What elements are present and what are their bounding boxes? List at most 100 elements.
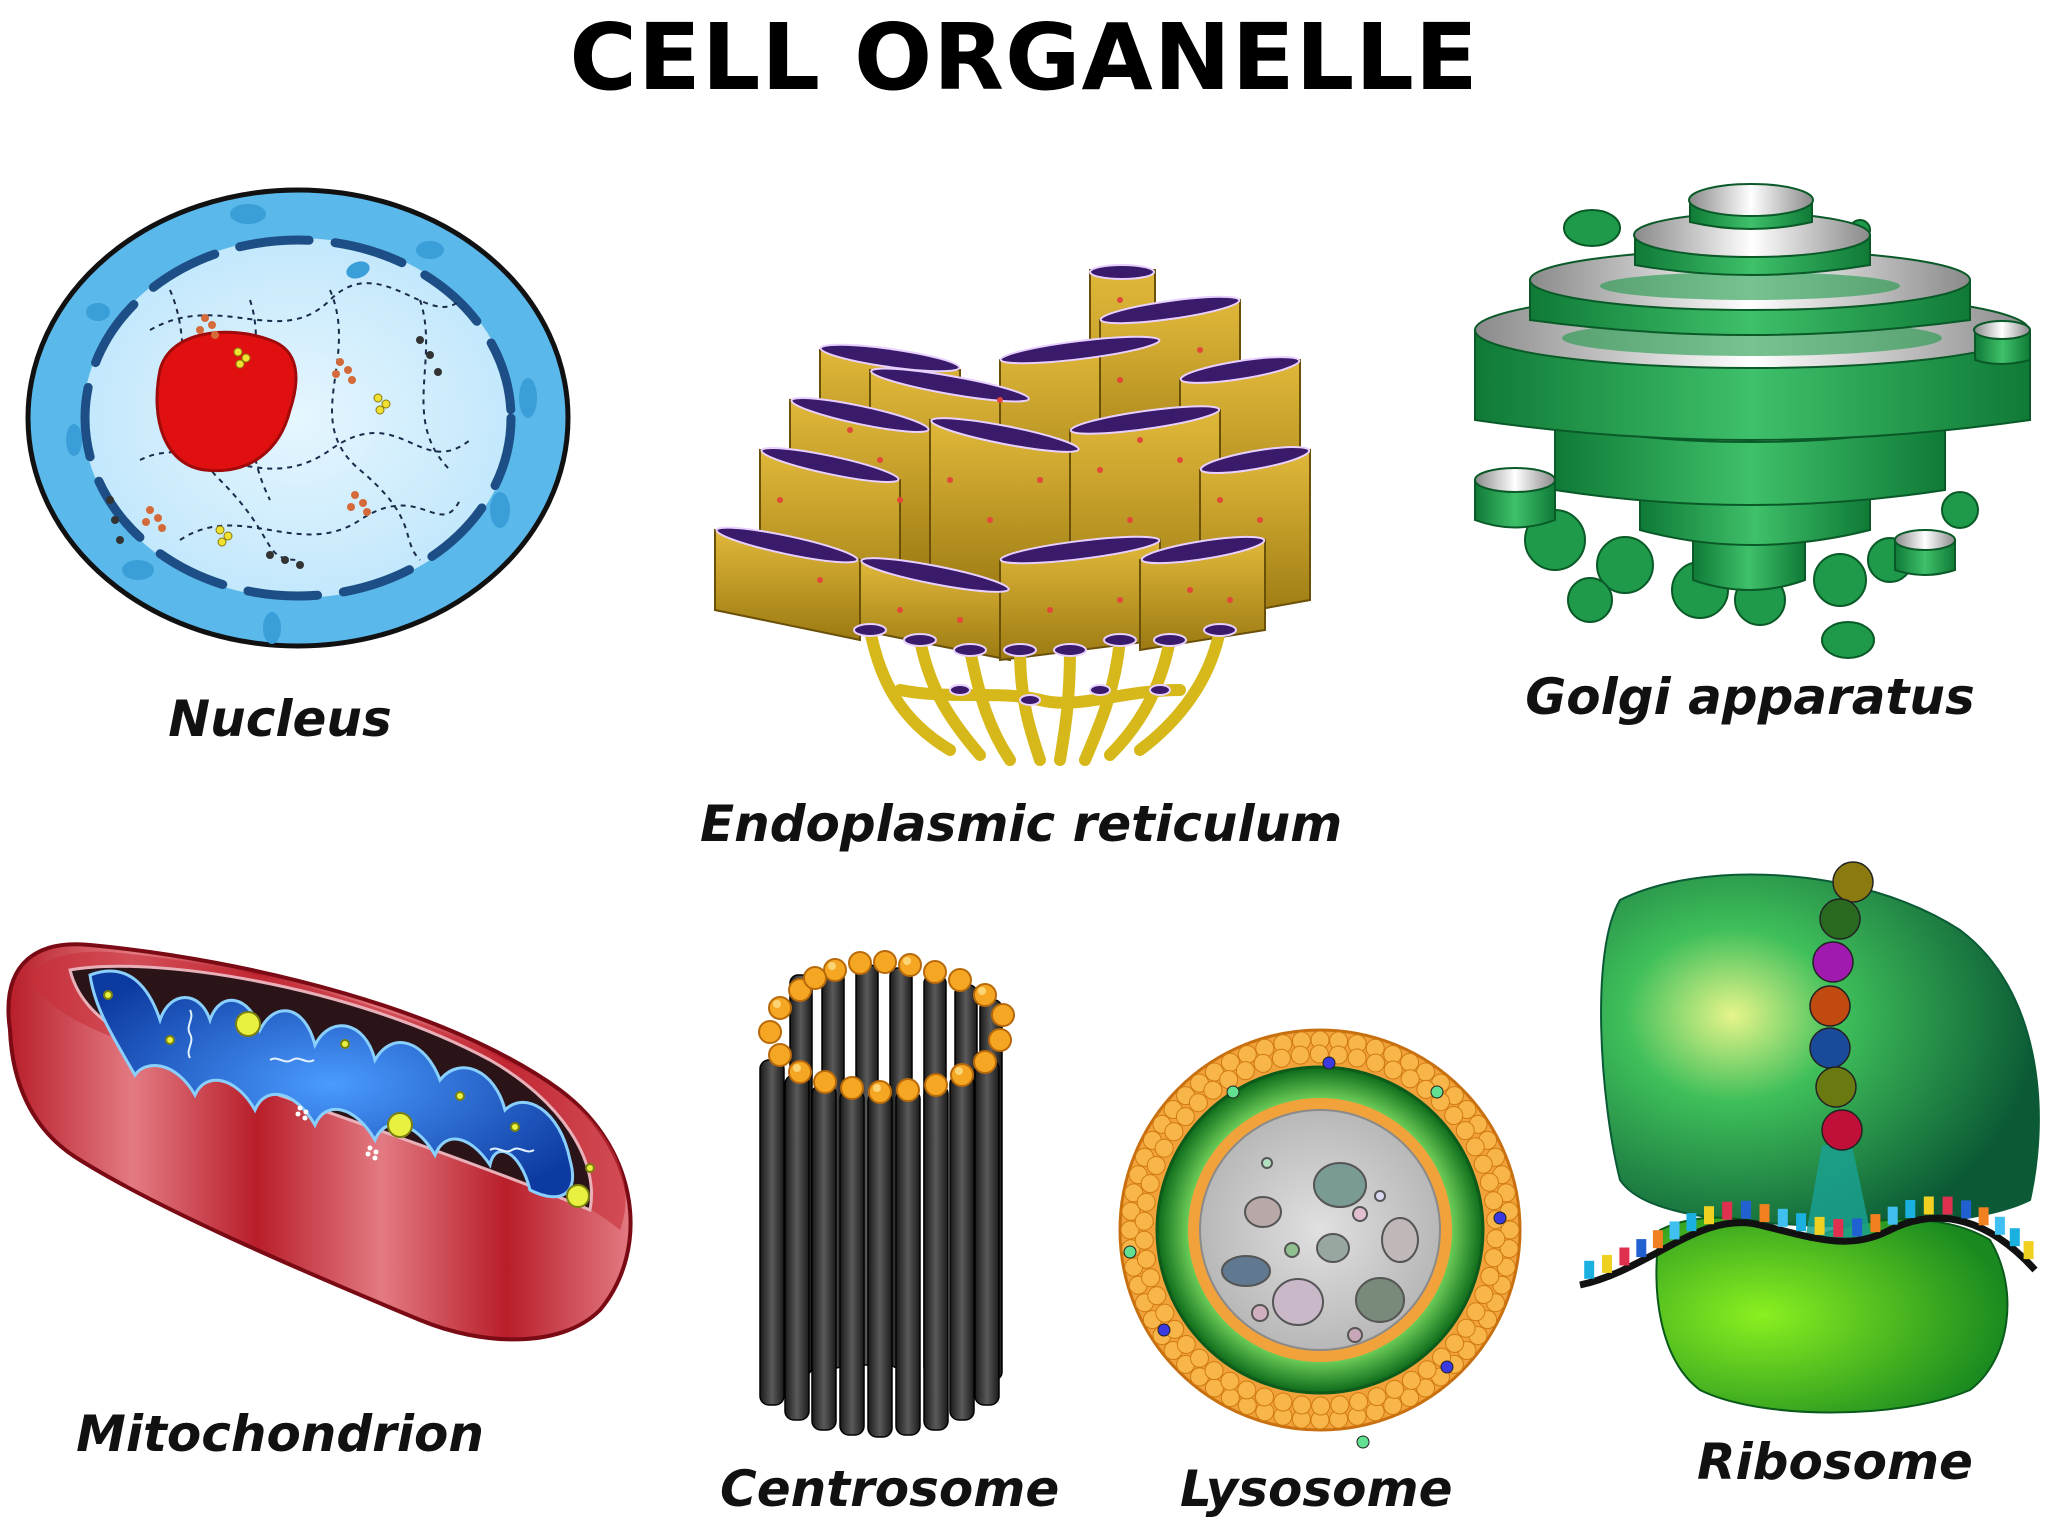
lysosome-bead [1134,1211,1154,1231]
lysosome-bead [1220,1388,1240,1408]
golgi-apparatus-illustration [1474,183,2031,659]
lysosome-bead [1466,1302,1486,1322]
mrna-codon [1652,1230,1663,1249]
lysosome-bead [1273,1392,1293,1412]
mrna-codon [1994,1216,2005,1235]
lysosome-bead [1203,1080,1223,1100]
lysosome-bead [1400,1052,1420,1072]
lysosome-bead [1367,1387,1387,1407]
ribosome-illustration [1579,861,2040,1414]
lysosome-bead [1290,1045,1310,1065]
lysosome-bead [1349,1392,1369,1412]
lysosome-bead [1235,1061,1255,1081]
lysosome-bead [1455,1121,1475,1141]
lysosome-bead [1474,1285,1494,1304]
lysosome-illustration [1118,1028,1522,1449]
lysosome-bead [1417,1360,1437,1380]
lysosome-bead [1456,1318,1476,1338]
lysosome-bead [1255,1387,1274,1407]
mrna-codon [2009,1228,2020,1247]
mrna-codon [1686,1213,1697,1232]
lysosome-bead [1385,1379,1405,1399]
mrna-codon [1978,1207,1989,1226]
lysosome-bead [1500,1220,1520,1240]
lysosome-bead [1330,1395,1350,1415]
mrna-codon [1741,1200,1751,1219]
mrna-codon [1584,1260,1595,1279]
lysosome-bead [1253,1053,1273,1073]
label-golgi-apparatus: Golgi apparatus [1525,668,1975,726]
lysosome-bead [1444,1106,1464,1125]
lysosome-bead [1480,1266,1500,1286]
lysosome-bead [1154,1138,1174,1158]
lysosome-bead [1146,1156,1166,1175]
lysosome-bead [1271,1048,1291,1068]
mrna-codon [1870,1214,1881,1233]
mrna-codon [2023,1241,2034,1260]
mrna-codon [1942,1196,1953,1215]
lysosome-bead [1120,1220,1140,1240]
mrna-codon [1619,1247,1630,1266]
mrna-codon [1905,1200,1916,1218]
lysosome-bead [1486,1229,1506,1249]
lysosome-bead [1176,1335,1196,1354]
mrna-codon [1722,1201,1733,1220]
lysosome-bead [1479,1172,1499,1192]
lysosome-bead [1445,1333,1465,1353]
mrna-codon [1833,1219,1844,1237]
label-centrosome: Centrosome [720,1460,1060,1518]
lysosome-bead [1134,1230,1154,1250]
lysosome-bead [1164,1122,1184,1142]
label-mitochondrion: Mitochondrion [76,1405,484,1463]
lysosome-bead [1237,1045,1257,1064]
lysosome-bead [1147,1286,1167,1306]
mrna-codon [1636,1239,1647,1258]
mrna-codon [1923,1196,1934,1215]
lysosome-bead [1188,1093,1208,1113]
lysosome-bead [1499,1239,1519,1259]
lysosome-bead [1140,1174,1160,1194]
lysosome-bead [1204,1361,1224,1381]
label-ribosome: Ribosome [1697,1433,1973,1491]
label-nucleus: Nucleus [168,690,392,748]
mrna-codon [1759,1204,1770,1223]
centrosome-illustration [758,950,1015,1438]
lysosome-bead [1484,1248,1504,1268]
mrna-codon [1852,1218,1863,1237]
lysosome-bead [1141,1268,1161,1288]
lysosome-bead [1121,1201,1141,1221]
mrna-codon [1814,1216,1825,1235]
mrna-codon [1704,1206,1714,1225]
page-title: CELL ORGANELLE [569,4,1479,111]
label-lysosome: Lysosome [1180,1460,1453,1518]
lysosome-bead [1136,1192,1156,1212]
nucleus-illustration [25,187,571,649]
lysosome-bead [1400,1069,1420,1089]
lysosome-bead [1347,1048,1367,1068]
mitochondrion-illustration [6,942,633,1342]
mrna-codon [1887,1206,1898,1225]
lysosome-bead [1237,1380,1257,1400]
lysosome-bead [1175,1107,1195,1127]
label-endoplasmic-reticulum: Endoplasmic reticulum [700,795,1343,853]
lysosome-bead [1401,1370,1421,1390]
mrna-codon [1602,1254,1612,1273]
lysosome-bead [1473,1154,1493,1174]
lysosome-bead [1292,1395,1312,1415]
mrna-codon [1777,1208,1788,1227]
lysosome-bead [1465,1137,1485,1157]
lysosome-bead [1383,1060,1403,1080]
lysosome-bead [1190,1348,1209,1368]
mrna-codon [1796,1213,1807,1232]
lysosome-bead [1136,1249,1156,1269]
lysosome-bead [1366,1053,1385,1073]
lysosome-bead [1311,1396,1331,1416]
lysosome-bead [1484,1191,1504,1211]
lysosome-bead [1220,1371,1240,1391]
mrna-codon [1961,1200,1972,1219]
lysosome-bead [1383,1396,1403,1415]
mrna-codon [1669,1221,1680,1240]
lysosome-bead [1155,1303,1175,1323]
